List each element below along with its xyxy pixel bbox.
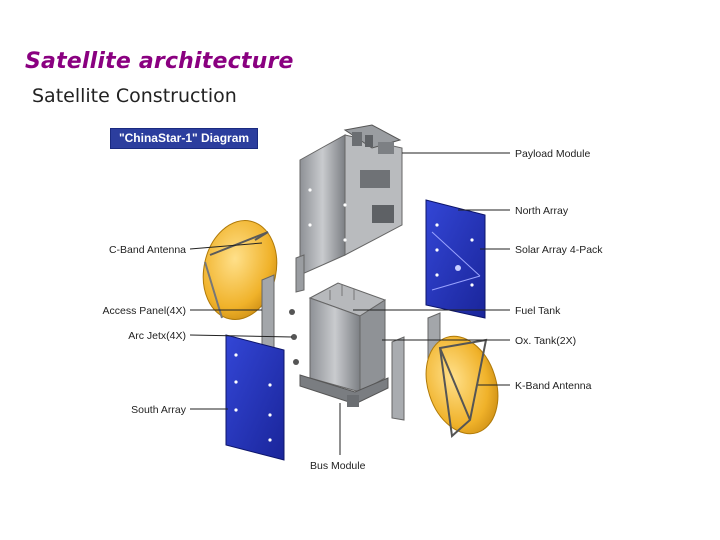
slide-subtitle: Satellite Construction bbox=[32, 85, 237, 107]
label-payload-module: Payload Module bbox=[515, 148, 590, 160]
label-fuel-tank: Fuel Tank bbox=[515, 305, 561, 317]
label-arc-jetx: Arc Jetx(4X) bbox=[128, 330, 186, 342]
label-solar-array: Solar Array 4-Pack bbox=[515, 244, 603, 256]
bus-module bbox=[299, 282, 389, 407]
leader-lines bbox=[189, 152, 510, 455]
label-south-array: South Array bbox=[131, 404, 187, 416]
label-ox-tank: Ox. Tank(2X) bbox=[515, 335, 576, 347]
slide-title: Satellite architecture bbox=[25, 49, 294, 74]
north-array-panel bbox=[425, 199, 486, 319]
payload-module bbox=[299, 124, 403, 276]
label-access-panel: Access Panel(4X) bbox=[103, 305, 186, 317]
k-band-antenna bbox=[425, 335, 499, 438]
label-north-array: North Array bbox=[515, 205, 569, 217]
c-band-antenna bbox=[202, 220, 278, 320]
label-k-band-antenna: K-Band Antenna bbox=[515, 380, 592, 392]
label-c-band-antenna: C-Band Antenna bbox=[109, 244, 186, 256]
diagram-banner: "ChinaStar-1" Diagram bbox=[110, 128, 258, 149]
label-bus-module: Bus Module bbox=[310, 460, 366, 472]
south-array-panel bbox=[225, 334, 285, 461]
